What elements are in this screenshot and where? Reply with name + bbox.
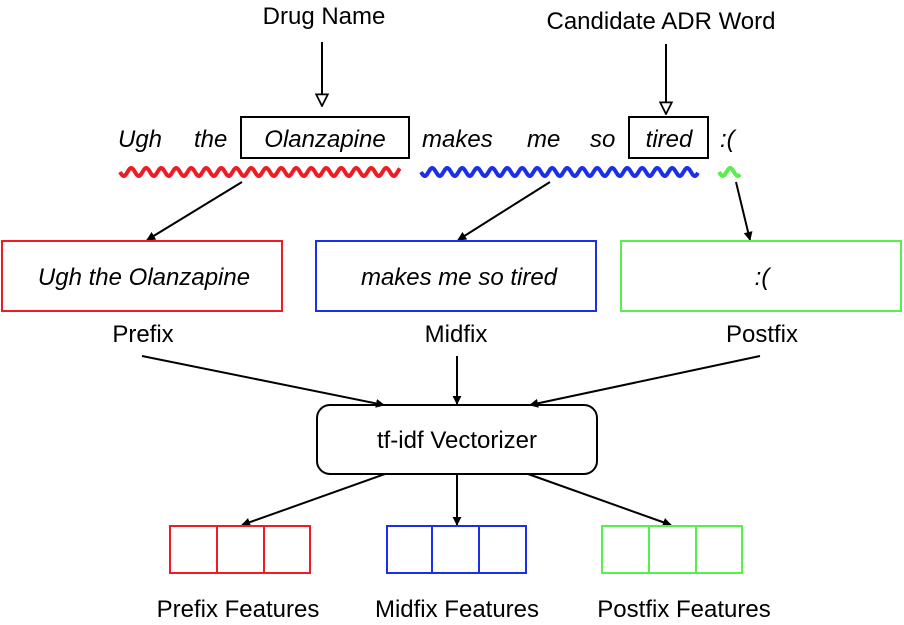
vectorizer-to-postfix-features-arrow <box>527 473 672 527</box>
sentence-word-tired: tired <box>646 126 693 153</box>
prefix-wavy-underline <box>118 165 402 179</box>
postfix-box-text: :( <box>755 264 773 291</box>
prefix-split-arrow <box>146 181 243 241</box>
vectorizer-label: tf-idf Vectorizer <box>377 427 537 454</box>
postfix-feature-cell <box>601 525 650 574</box>
prefix-to-vectorizer-arrow <box>141 355 385 408</box>
prefix-feature-cell <box>216 525 265 574</box>
midfix-wavy-underline <box>419 165 700 179</box>
midfix-feature-cell <box>386 525 433 574</box>
sentence-word-olanzapine: Olanzapine <box>264 126 385 153</box>
prefix-feature-vector <box>169 525 311 574</box>
prefix-box <box>1 240 283 312</box>
postfix-to-vectorizer-arrow <box>529 355 761 408</box>
prefix-features-label: Prefix Features <box>157 596 320 623</box>
midfix-box-text: makes me so tired <box>361 264 558 291</box>
prefix-feature-cell <box>263 525 311 574</box>
drug-name-label: Drug Name <box>263 3 386 30</box>
sentence-word-emoticon: :( <box>720 126 738 153</box>
postfix-wavy-underline <box>717 165 742 179</box>
midfix-features-label: Midfix Features <box>375 596 539 623</box>
sentence-word-makes: makes <box>422 126 493 153</box>
sentence-word-ugh: Ugh <box>118 126 162 153</box>
midfix-feature-vector <box>386 525 527 574</box>
prefix-box-text: Ugh the Olanzapine <box>38 264 250 291</box>
drug-name-box <box>240 116 410 159</box>
midfix-feature-cell <box>431 525 480 574</box>
postfix-box <box>620 240 902 312</box>
prefix-feature-cell <box>169 525 218 574</box>
midfix-feature-cell <box>478 525 527 574</box>
postfix-feature-cell <box>648 525 697 574</box>
sentence-word-the: the <box>194 126 227 153</box>
prefix-label: Prefix <box>112 321 173 348</box>
sentence-word-so: so <box>590 126 615 153</box>
adr-word-box <box>628 116 709 159</box>
postfix-split-arrow <box>735 181 753 241</box>
midfix-label: Midfix <box>425 321 488 348</box>
postfix-features-label: Postfix Features <box>597 596 770 623</box>
sentence-word-me: me <box>527 126 560 153</box>
postfix-label: Postfix <box>726 321 798 348</box>
midfix-split-arrow <box>457 181 551 241</box>
midfix-box <box>315 240 597 312</box>
postfix-feature-cell <box>695 525 743 574</box>
vectorizer-to-prefix-features-arrow <box>241 473 386 527</box>
postfix-feature-vector <box>601 525 743 574</box>
candidate-adr-label: Candidate ADR Word <box>546 8 775 35</box>
